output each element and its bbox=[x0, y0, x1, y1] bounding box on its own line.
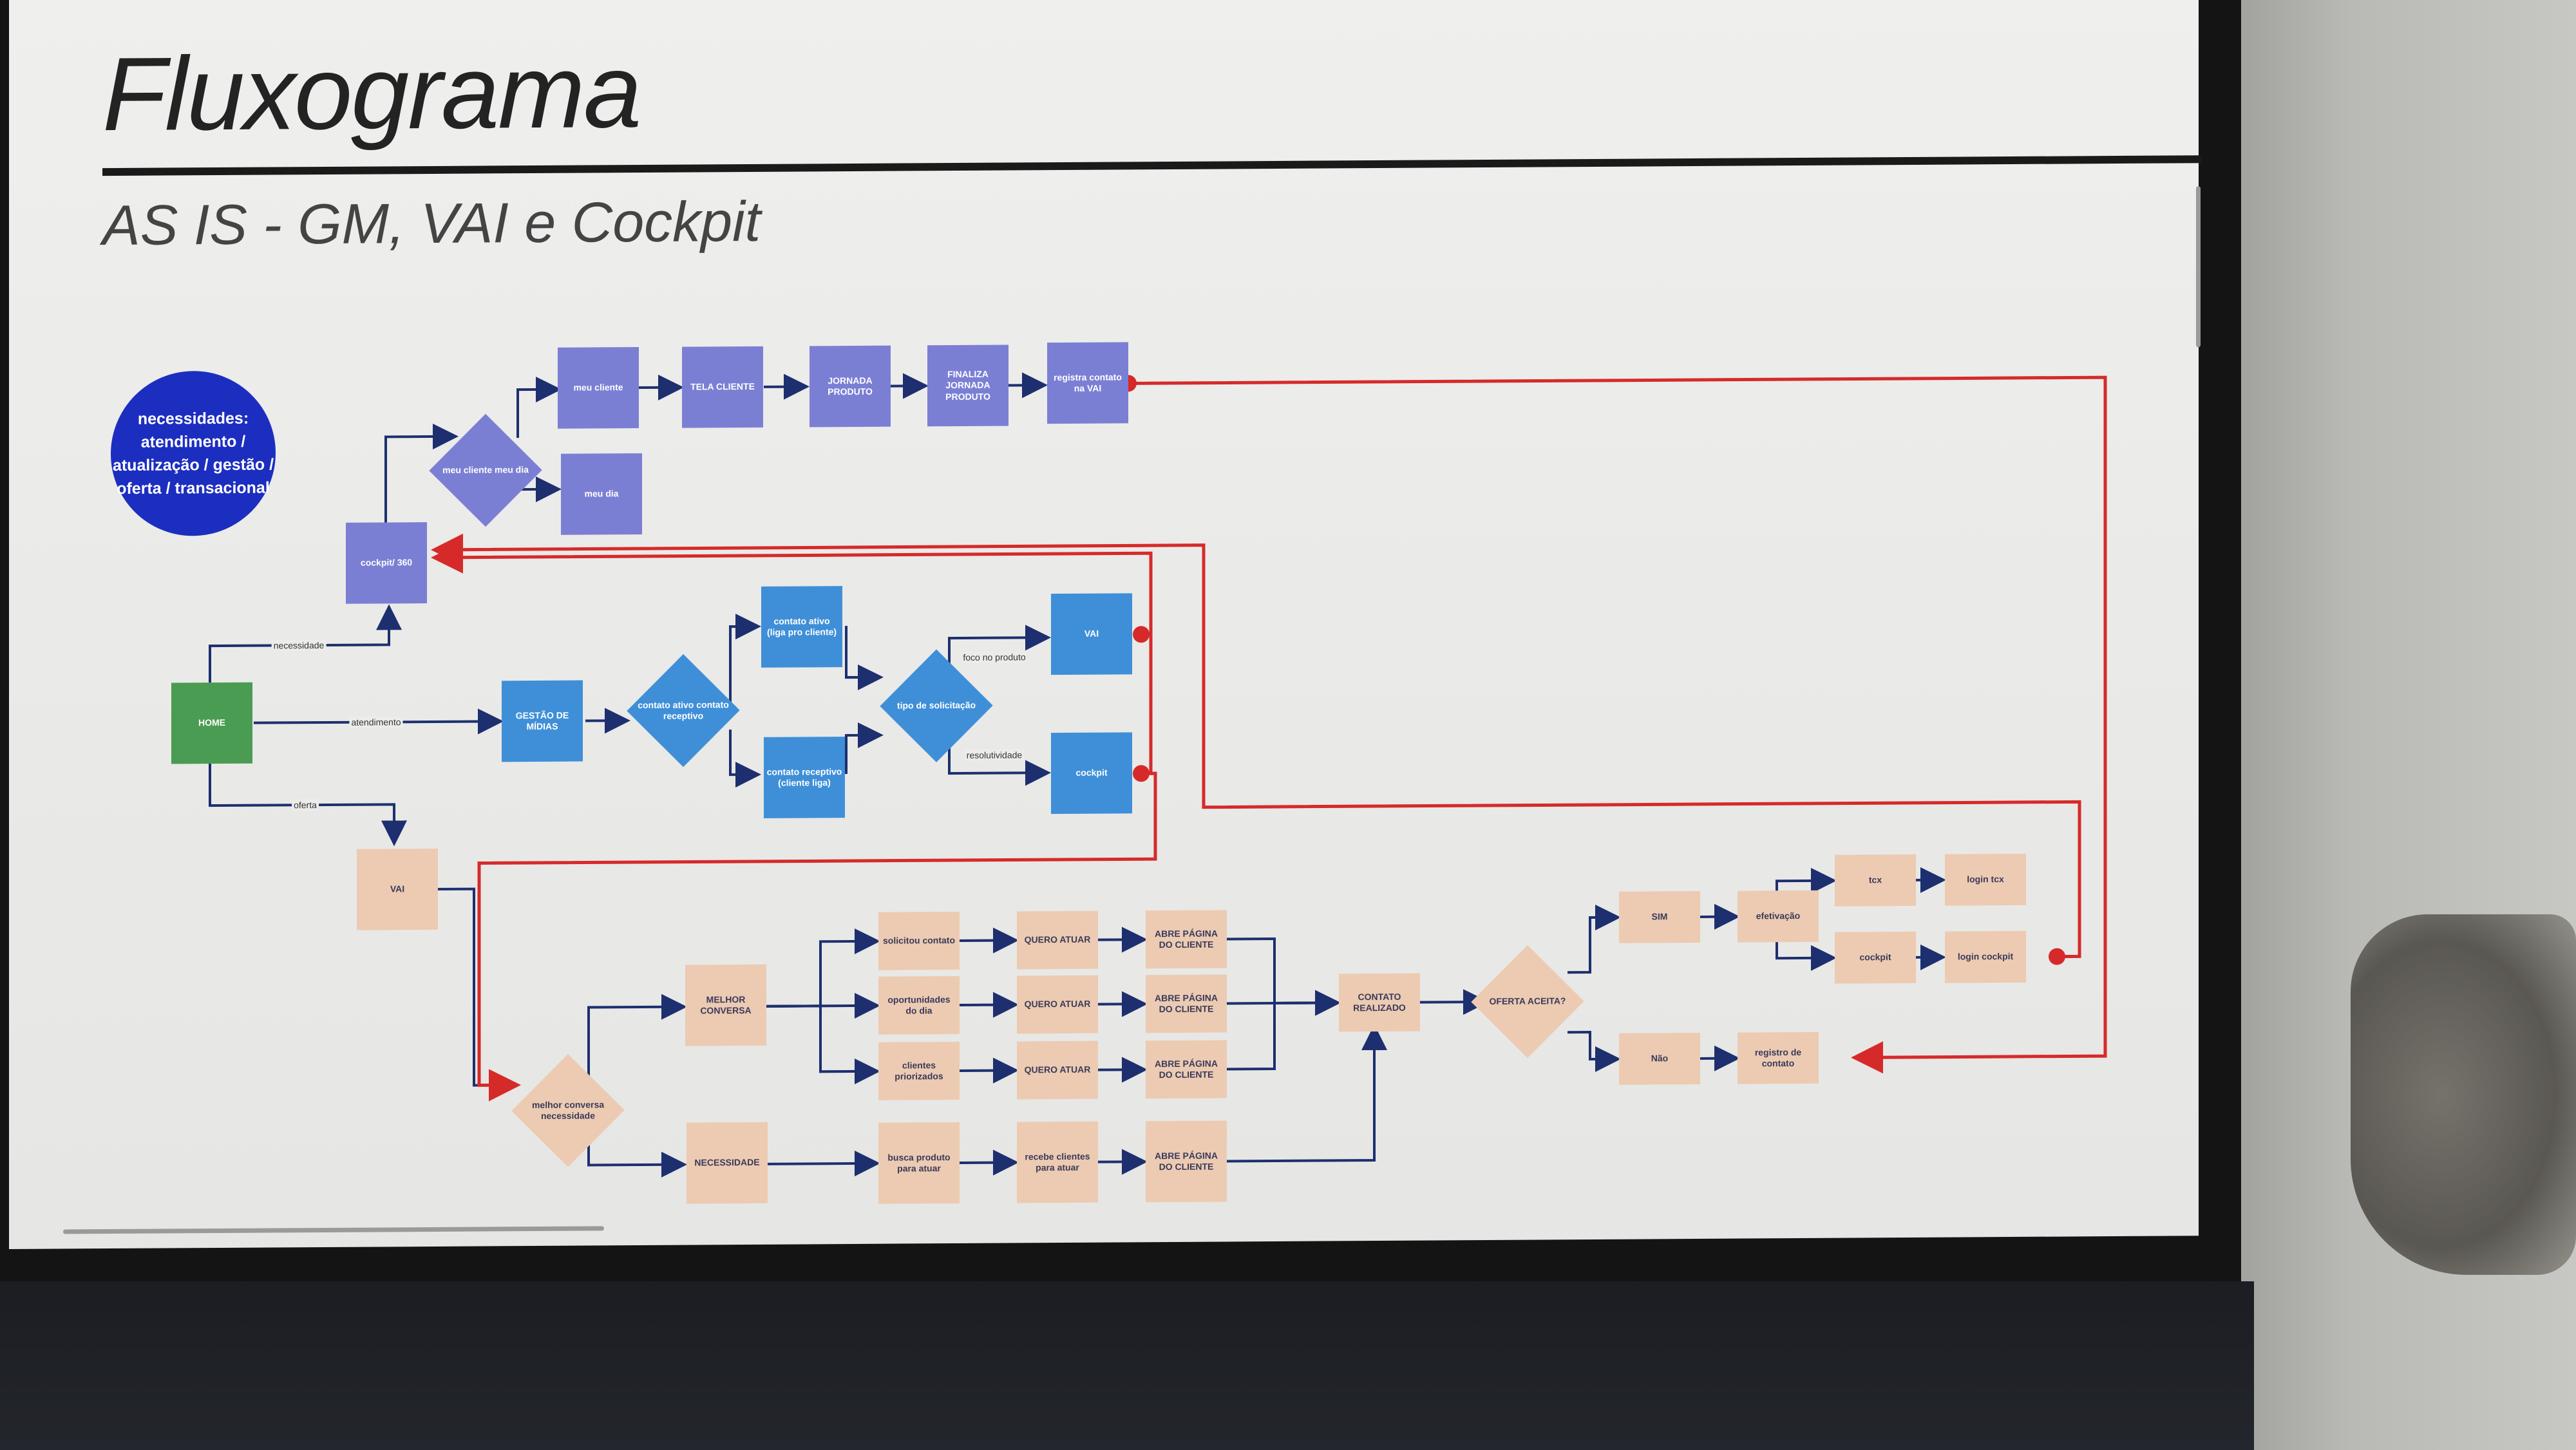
node-oportunidades-dia: oportunidades do dia bbox=[878, 975, 960, 1035]
node-quero-atuar-3: QUERO ATUAR bbox=[1017, 1040, 1098, 1100]
red-dot-vai bbox=[1133, 626, 1150, 643]
fabric-object bbox=[2351, 914, 2576, 1275]
edge-melhor-melhorconversa bbox=[587, 993, 687, 1085]
flow-connectors bbox=[209, 372, 2107, 1178]
node-registro-contato: registro de contato bbox=[1738, 1031, 1819, 1084]
node-abre-pagina-3: ABRE PÁGINA DO CLIENTE bbox=[1146, 1040, 1227, 1099]
decision-label: contato ativo contato receptivo bbox=[638, 699, 729, 721]
edge-diamond-ativo bbox=[729, 614, 761, 711]
node-clientes-priorizados: clientes priorizados bbox=[878, 1041, 960, 1100]
node-tela-cliente: TELA CLIENTE bbox=[682, 346, 763, 428]
node-necessidade: NECESSIDADE bbox=[687, 1122, 768, 1204]
edge-ativo-tipo bbox=[845, 626, 884, 690]
node-registra-contato-vai: registra contato na VAI bbox=[1047, 342, 1128, 424]
node-abre-pagina-1: ABRE PÁGINA DO CLIENTE bbox=[1146, 910, 1227, 969]
edge-sol-quero1 bbox=[959, 927, 1019, 954]
node-tcx: tcx bbox=[1835, 854, 1916, 907]
decision-label: OFERTA ACEITA? bbox=[1489, 995, 1566, 1007]
node-quero-atuar-2: QUERO ATUAR bbox=[1017, 975, 1098, 1034]
node-abre-pagina-4: ABRE PÁGINA DO CLIENTE bbox=[1146, 1120, 1227, 1203]
laptop-bezel: Fluxograma AS IS - GM, VAI e Cockpit nec… bbox=[0, 0, 2241, 1288]
edge-diamond-receptivo bbox=[729, 730, 761, 788]
node-contato-realizado: CONTATO REALIZADO bbox=[1339, 973, 1420, 1032]
node-contato-ativo: contato ativo (liga pro cliente) bbox=[761, 586, 842, 668]
edge-receptivo-tipo bbox=[845, 722, 884, 775]
edge-label-resolutividade: resolutividade bbox=[964, 749, 1025, 761]
edge-vai-melhor bbox=[434, 887, 520, 1098]
node-efetivacao: efetivação bbox=[1738, 890, 1819, 943]
edge-label-foco-produto: foco no produto bbox=[961, 651, 1028, 663]
edge-abre3-contato bbox=[1226, 990, 1341, 1071]
laptop-screen: Fluxograma AS IS - GM, VAI e Cockpit nec… bbox=[9, 0, 2202, 1249]
red-edge-logincockpit-cockpit360 bbox=[431, 533, 2081, 959]
node-nao: Não bbox=[1619, 1032, 1700, 1085]
red-edge-registra-registro bbox=[1128, 375, 2107, 1074]
edge-nec-busca bbox=[766, 1150, 880, 1176]
node-cockpit-360: cockpit/ 360 bbox=[346, 522, 427, 604]
edge-abre1-contato bbox=[1226, 937, 1341, 1016]
red-dot-login-cockpit bbox=[2049, 948, 2065, 965]
node-abre-pagina-2: ABRE PÁGINA DO CLIENTE bbox=[1146, 974, 1227, 1033]
node-meu-cliente: meu cliente bbox=[558, 347, 639, 429]
edge-mc-solicitou bbox=[766, 928, 880, 1008]
edge-label-atendimento: atendimento bbox=[349, 716, 403, 728]
decision-label: meu cliente meu dia bbox=[442, 464, 529, 476]
node-finaliza-jornada: FINALIZA JORNADA PRODUTO bbox=[927, 344, 1009, 427]
node-cockpit: cockpit bbox=[1051, 732, 1132, 814]
node-vai: VAI bbox=[1051, 593, 1132, 675]
node-cockpit-login: cockpit bbox=[1835, 931, 1916, 984]
decision-contato-ativo-receptivo: contato ativo contato receptivo bbox=[625, 652, 741, 769]
node-vai-oferta: VAI bbox=[357, 848, 438, 930]
edge-label-necessidade: necessidade bbox=[271, 639, 327, 652]
edge-diamond-meucliente bbox=[516, 377, 562, 438]
decision-tipo-solicitacao: tipo de solicitação bbox=[878, 648, 994, 764]
node-gestao-midias: GESTÃO DE MÍDIAS bbox=[502, 680, 583, 762]
edge-oferta-sim bbox=[1567, 904, 1621, 974]
node-jornada-produto: JORNADA PRODUTO bbox=[810, 345, 891, 428]
decision-oferta-aceita: OFERTA ACEITA? bbox=[1470, 943, 1586, 1060]
node-quero-atuar-1: QUERO ATUAR bbox=[1017, 910, 1098, 970]
node-busca-produto: busca produto para atuar bbox=[878, 1122, 960, 1204]
edge-busca-recebe bbox=[959, 1149, 1019, 1176]
edge-op-quero2 bbox=[959, 992, 1019, 1018]
edge-efetivacao-cockpit bbox=[1776, 936, 1837, 971]
edge-pr-quero3 bbox=[959, 1057, 1019, 1084]
edge-mc-priorizados bbox=[766, 1004, 880, 1084]
node-solicitou-contato: solicitou contato bbox=[878, 911, 960, 970]
edge-abre4-contato bbox=[1226, 1024, 1387, 1163]
red-edge-cockpit-melhor bbox=[477, 771, 1157, 1102]
decision-meu-cliente-meu-dia: meu cliente meu dia bbox=[428, 412, 544, 529]
red-dot-cockpit bbox=[1133, 765, 1150, 782]
node-melhor-conversa: MELHOR CONVERSA bbox=[685, 964, 766, 1046]
vertical-scrollbar[interactable] bbox=[2196, 186, 2201, 348]
node-login-tcx: login tcx bbox=[1945, 853, 2026, 906]
decision-melhor-conversa-necessidade: melhor conversa necessidade bbox=[510, 1052, 626, 1169]
decision-label: melhor conversa necessidade bbox=[531, 1098, 605, 1121]
edge-label-oferta: oferta bbox=[292, 799, 319, 811]
decision-label: tipo de solicitação bbox=[896, 700, 976, 711]
node-recebe-clientes: recebe clientes para atuar bbox=[1017, 1121, 1098, 1203]
node-meu-dia: meu dia bbox=[561, 453, 642, 535]
node-home: HOME bbox=[171, 682, 252, 764]
node-login-cockpit: login cockpit bbox=[1945, 930, 2026, 983]
node-contato-receptivo: contato receptivo (cliente liga) bbox=[764, 737, 845, 818]
laptop-keyboard bbox=[0, 1281, 2254, 1450]
edge-cockpit-diamond bbox=[384, 423, 459, 523]
edge-oferta-nao bbox=[1567, 1030, 1621, 1072]
node-sim: SIM bbox=[1619, 890, 1700, 943]
